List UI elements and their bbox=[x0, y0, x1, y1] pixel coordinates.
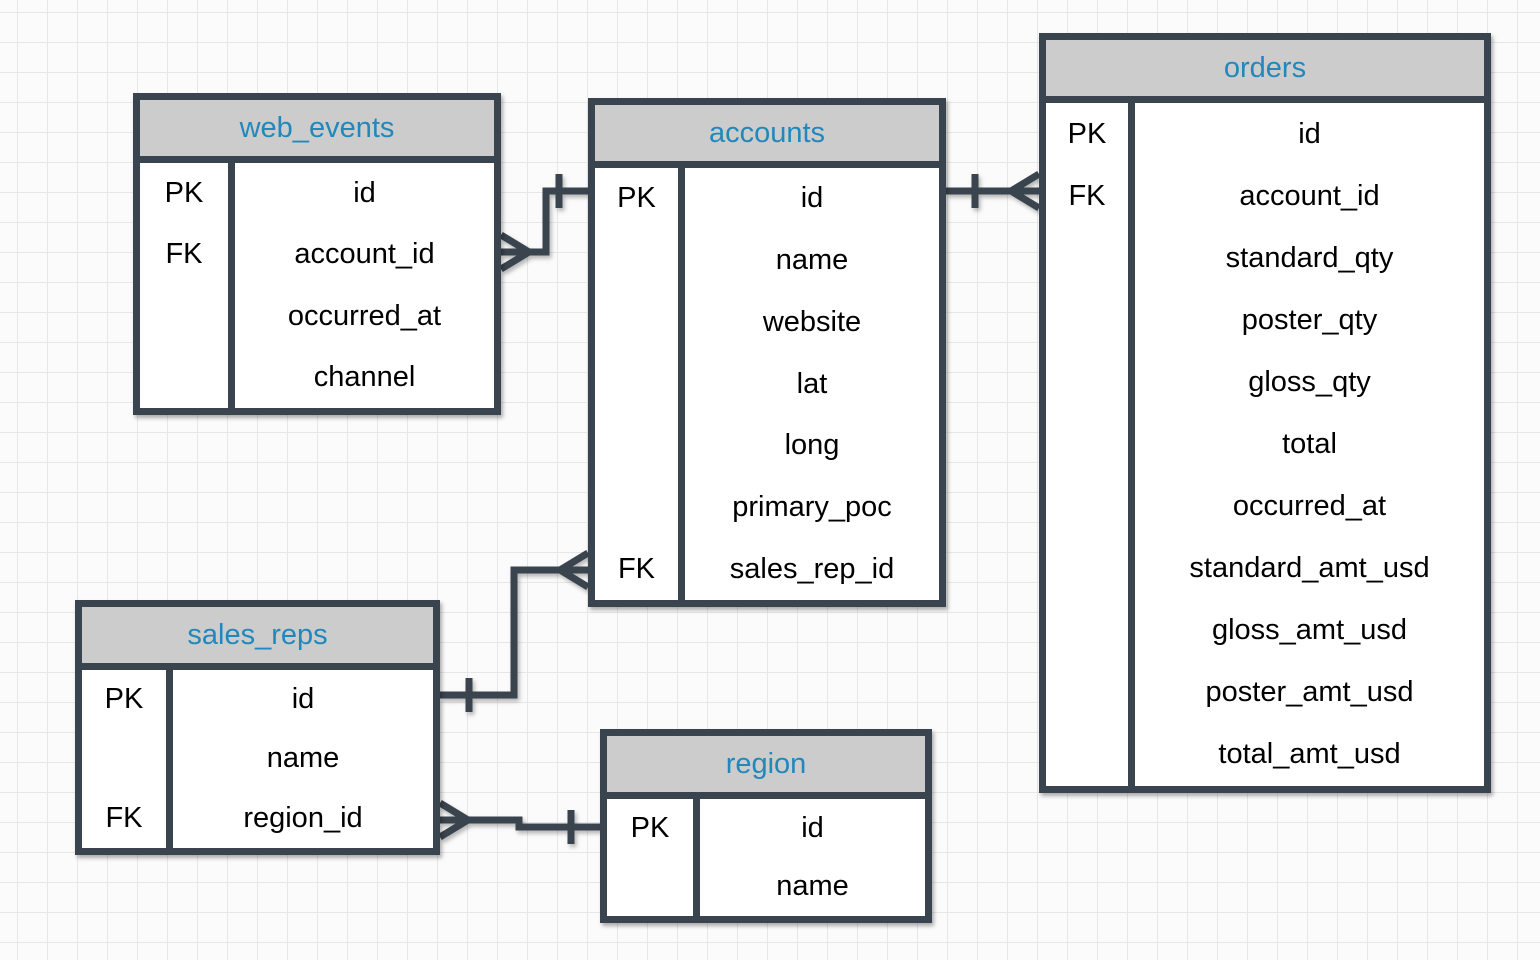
key-flag: PK bbox=[164, 177, 204, 210]
table-row-id[interactable]: PK id bbox=[140, 163, 494, 224]
field-name: account_id bbox=[294, 238, 435, 271]
field-name: standard_qty bbox=[1225, 241, 1394, 274]
key-flag: PK bbox=[617, 182, 656, 215]
table-row-total_amt_usd[interactable]: total_amt_usd bbox=[1046, 724, 1484, 786]
table-title-region[interactable]: region bbox=[607, 736, 925, 799]
table-body: PK id name bbox=[607, 799, 925, 916]
table-row-name[interactable]: name bbox=[595, 230, 939, 292]
field-name: name bbox=[775, 244, 849, 277]
field-name: long bbox=[784, 429, 840, 462]
key-column-divider bbox=[678, 168, 685, 600]
field-name: standard_amt_usd bbox=[1189, 552, 1430, 585]
table-row-poster_amt_usd[interactable]: poster_amt_usd bbox=[1046, 662, 1484, 724]
field-name: name bbox=[776, 870, 849, 903]
key-flag: PK bbox=[104, 683, 144, 716]
field-name: lat bbox=[796, 367, 828, 400]
field-name: id bbox=[291, 683, 315, 716]
table-row-sales_rep_id[interactable]: FK sales_rep_id bbox=[595, 538, 939, 600]
table-row-primary_poc[interactable]: primary_poc bbox=[595, 477, 939, 539]
field-name: occurred_at bbox=[1232, 490, 1387, 523]
table-row-gloss_qty[interactable]: gloss_qty bbox=[1046, 351, 1484, 413]
relationship-accounts-orders[interactable] bbox=[946, 171, 1041, 211]
field-name: poster_qty bbox=[1241, 303, 1378, 336]
key-column-divider bbox=[1128, 103, 1135, 786]
field-name: website bbox=[762, 305, 862, 338]
field-name: id bbox=[353, 177, 376, 210]
table-row-id[interactable]: PK id bbox=[607, 799, 925, 858]
table-row-long[interactable]: long bbox=[595, 415, 939, 477]
table-row-account_id[interactable]: FK account_id bbox=[140, 224, 494, 285]
relationship-sales_reps-accounts[interactable] bbox=[440, 550, 590, 712]
table-title-accounts[interactable]: accounts bbox=[595, 105, 939, 168]
field-name: id bbox=[1298, 117, 1321, 150]
field-name: gloss_qty bbox=[1248, 365, 1371, 398]
field-name: account_id bbox=[1239, 179, 1380, 212]
table-row-occurred_at[interactable]: occurred_at bbox=[1046, 476, 1484, 538]
field-name: name bbox=[266, 742, 340, 775]
table-row-gloss_amt_usd[interactable]: gloss_amt_usd bbox=[1046, 600, 1484, 662]
field-name: channel bbox=[313, 360, 416, 393]
table-row-standard_amt_usd[interactable]: standard_amt_usd bbox=[1046, 538, 1484, 600]
table-row-account_id[interactable]: FK account_id bbox=[1046, 165, 1484, 227]
field-name: total_amt_usd bbox=[1218, 738, 1401, 771]
table-row-poster_qty[interactable]: poster_qty bbox=[1046, 289, 1484, 351]
key-flag: FK bbox=[165, 238, 203, 271]
table-row-id[interactable]: PK id bbox=[82, 670, 433, 729]
table-row-occurred_at[interactable]: occurred_at bbox=[140, 286, 494, 347]
relationship-web_events-accounts[interactable] bbox=[499, 174, 588, 272]
key-column-divider bbox=[693, 799, 700, 916]
table-row-standard_qty[interactable]: standard_qty bbox=[1046, 227, 1484, 289]
field-name: gloss_amt_usd bbox=[1211, 614, 1408, 647]
table-row-region_id[interactable]: FK region_id bbox=[82, 789, 433, 848]
table-title-web_events[interactable]: web_events bbox=[140, 100, 494, 163]
table-row-total[interactable]: total bbox=[1046, 413, 1484, 475]
field-name: occurred_at bbox=[287, 299, 442, 332]
field-name: sales_rep_id bbox=[729, 552, 895, 585]
key-flag: PK bbox=[1067, 117, 1107, 150]
field-name: total bbox=[1282, 428, 1337, 461]
relationship-sales_reps-region[interactable] bbox=[438, 800, 600, 844]
table-title-orders[interactable]: orders bbox=[1046, 40, 1484, 103]
key-column-divider bbox=[228, 163, 235, 408]
table-row-id[interactable]: PK id bbox=[595, 168, 939, 230]
field-name: region_id bbox=[243, 801, 363, 834]
key-flag: FK bbox=[1068, 179, 1106, 212]
key-flag: PK bbox=[630, 811, 670, 844]
field-name: poster_amt_usd bbox=[1205, 676, 1414, 709]
table-row-channel[interactable]: channel bbox=[140, 347, 494, 408]
table-row-name[interactable]: name bbox=[607, 858, 925, 917]
key-column-divider bbox=[166, 670, 173, 848]
field-name: id bbox=[800, 182, 824, 215]
table-row-lat[interactable]: lat bbox=[595, 353, 939, 415]
field-name: primary_poc bbox=[732, 490, 892, 523]
table-title-sales_reps[interactable]: sales_reps bbox=[82, 607, 433, 670]
field-name: id bbox=[801, 811, 824, 844]
key-flag: FK bbox=[617, 552, 656, 585]
table-row-id[interactable]: PK id bbox=[1046, 103, 1484, 165]
table-row-name[interactable]: name bbox=[82, 729, 433, 788]
table-row-website[interactable]: website bbox=[595, 291, 939, 353]
key-flag: FK bbox=[105, 801, 143, 834]
